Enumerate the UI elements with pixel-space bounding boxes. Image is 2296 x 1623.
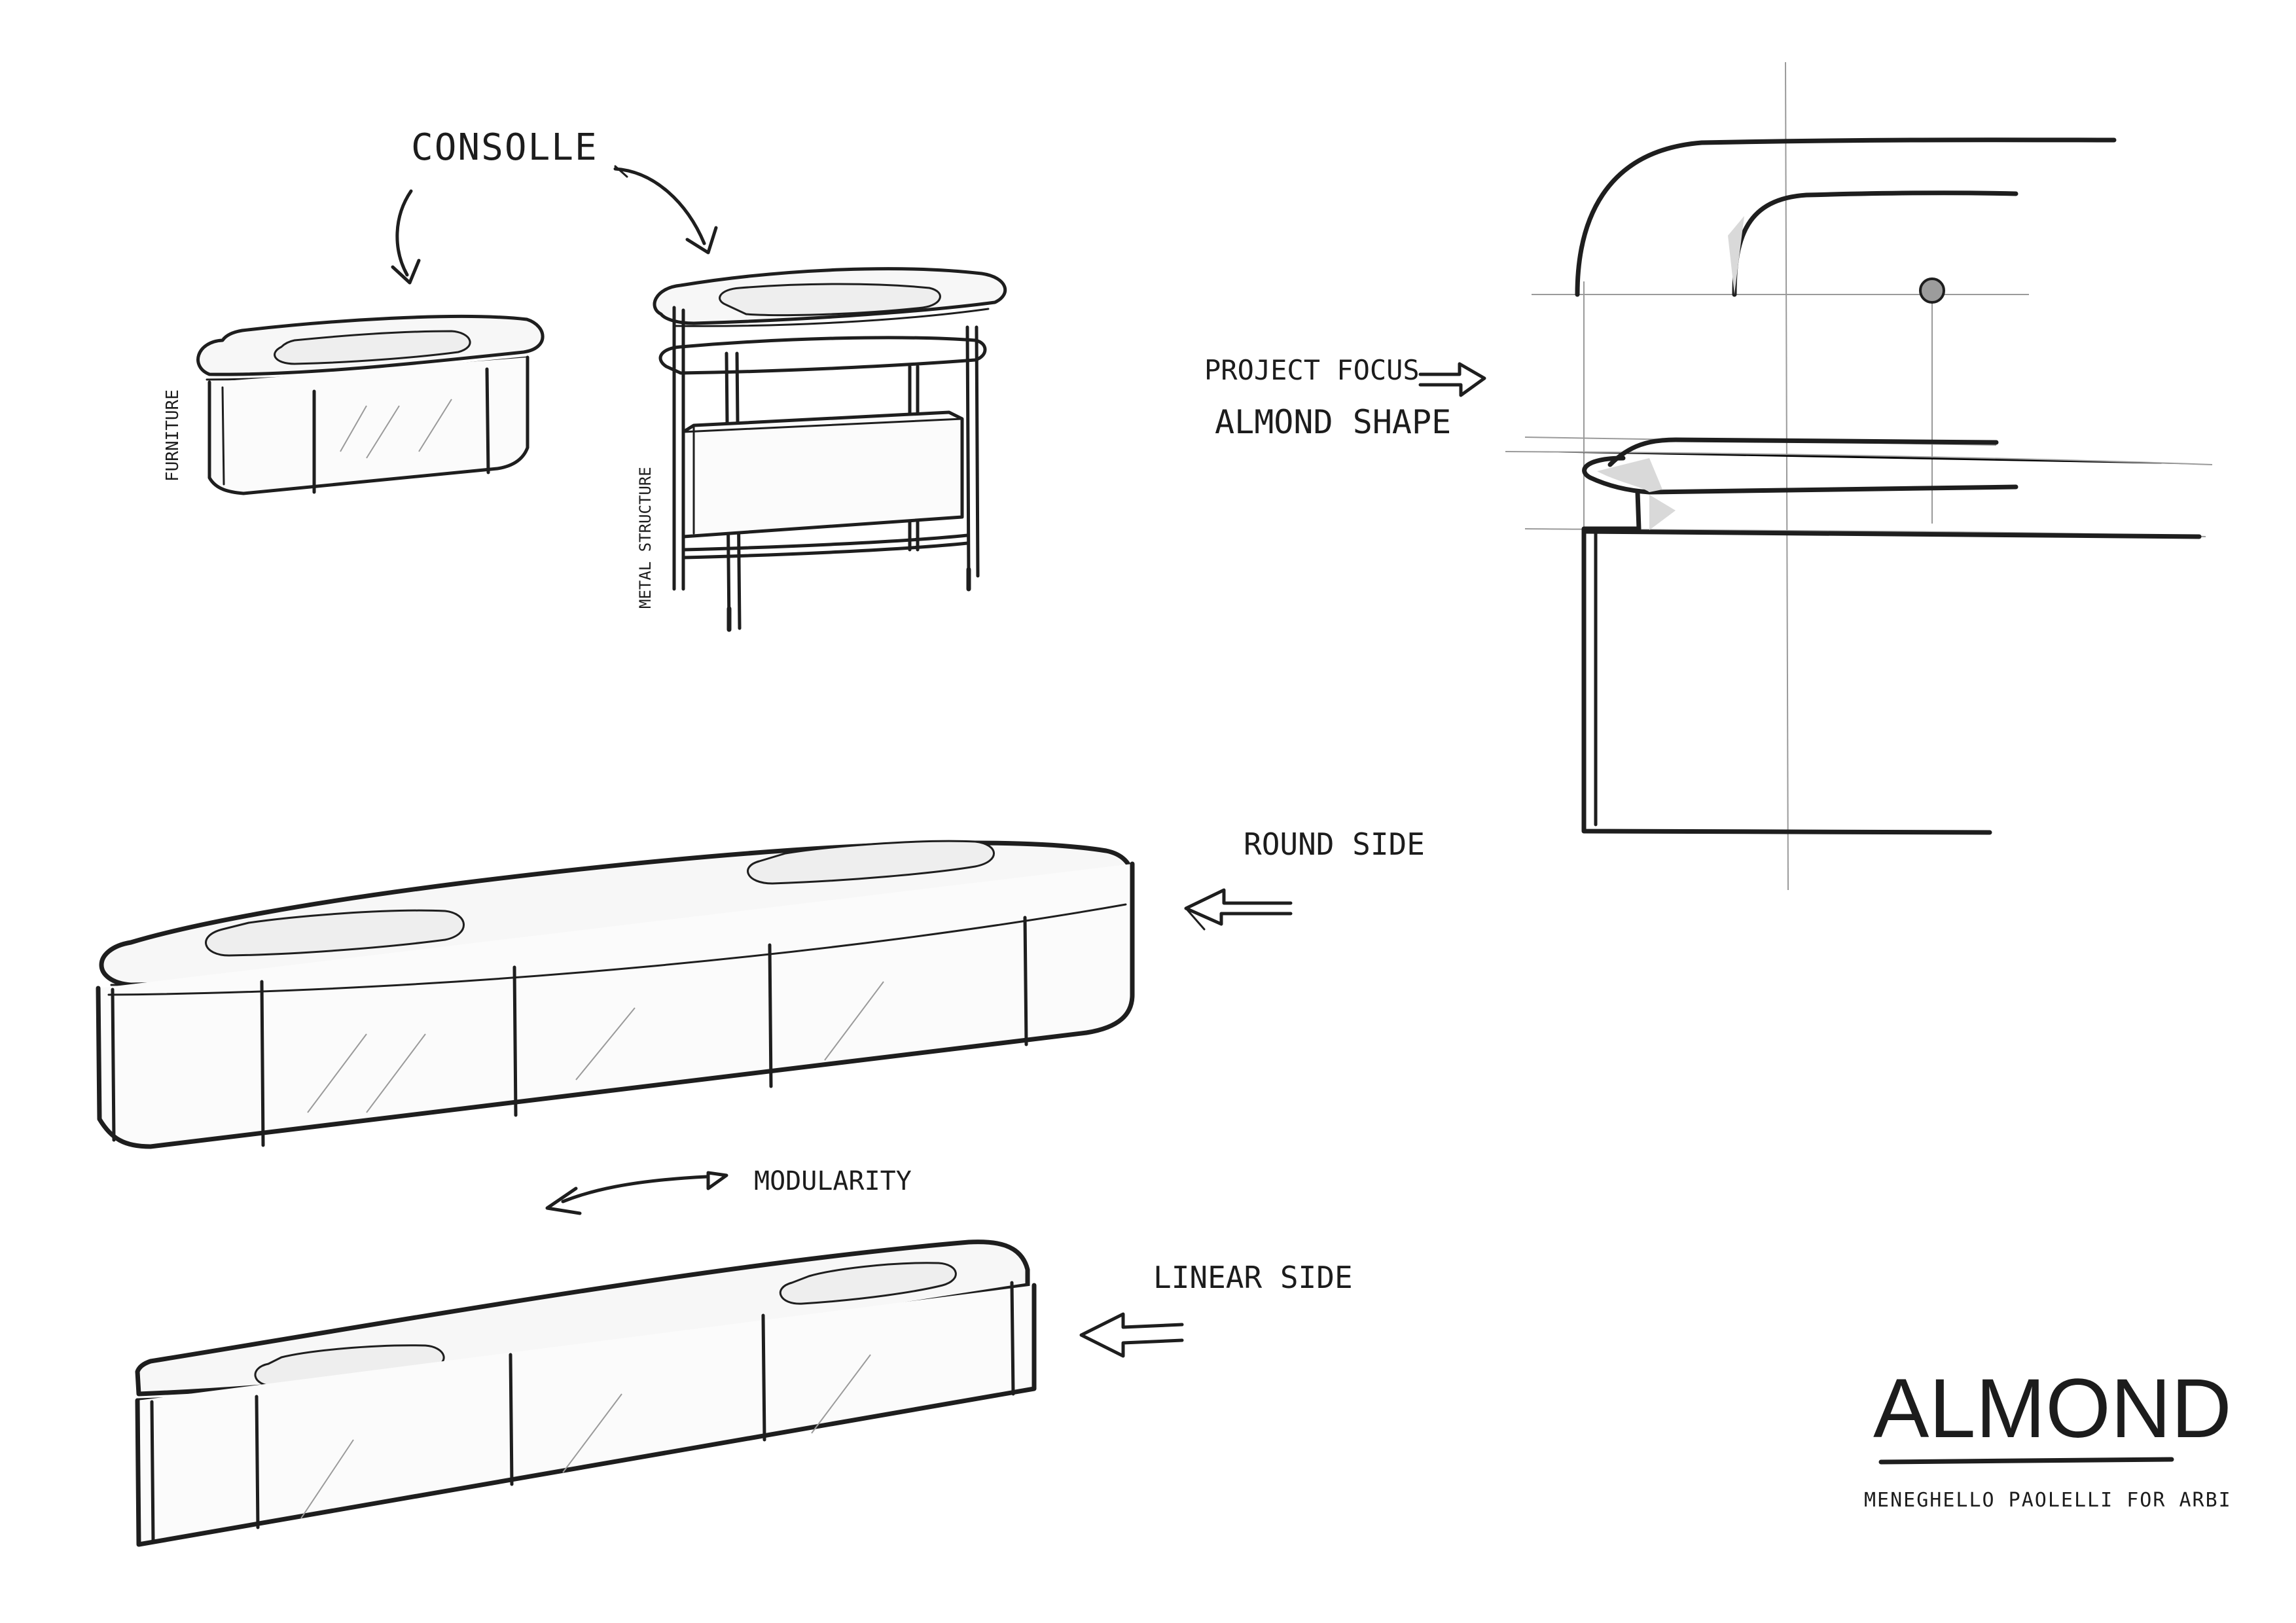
linear-side-arrow [1079,1312,1184,1358]
round-side-arrow [1184,888,1293,931]
brand-subtitle: MENEGHELLO PAOLELLI FOR ARBI [1864,1489,2232,1512]
linear-side-vanity-sketch [135,1240,1037,1547]
consolle-label: CONSOLLE [411,126,598,169]
brand-title: ALMOND [1873,1362,2232,1455]
brand-underline [1878,1457,2174,1465]
round-side-label: ROUND SIDE [1244,827,1425,862]
consolle-arrow-left [391,189,421,285]
metal-structure-label: METAL STRUCTURE [636,467,655,609]
linear-side-label: LINEAR SIDE [1153,1260,1353,1295]
project-focus-label: PROJECT FOCUS [1204,354,1420,386]
furniture-console-sketch [196,314,545,495]
modularity-arrow [545,1171,728,1215]
modularity-label: MODULARITY [754,1166,912,1196]
section-detail-sketch [1505,62,2213,891]
round-side-vanity-sketch [96,840,1135,1149]
fixing-bolt-icon [1919,277,1945,304]
consolle-arrow-right [613,165,718,255]
almond-shape-label: ALMOND SHAPE [1215,403,1451,441]
metal-console-sketch [653,267,1007,632]
furniture-label: FURNITURE [163,389,183,482]
project-focus-arrow [1418,362,1486,397]
